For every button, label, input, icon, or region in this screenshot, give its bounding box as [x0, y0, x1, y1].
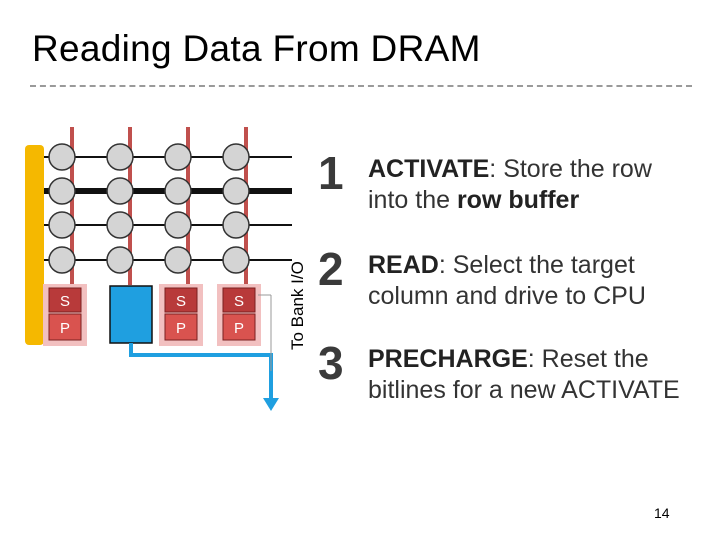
io-data-path	[129, 343, 273, 400]
step-number: 1	[318, 147, 344, 199]
memory-cell	[222, 177, 250, 205]
memory-cell	[106, 177, 134, 205]
sense-amp-box	[164, 287, 198, 313]
step-keyword: PRECHARGE	[368, 345, 528, 373]
memory-cell	[164, 143, 192, 171]
step-line1: : Store the row	[489, 155, 652, 183]
step-keyword: ACTIVATE	[368, 155, 490, 183]
memory-cell	[222, 143, 250, 171]
memory-cell	[164, 211, 192, 239]
step-keyword: READ	[368, 251, 439, 279]
memory-cell	[222, 246, 250, 274]
precharge-box	[48, 313, 82, 341]
step-line2: into the	[368, 186, 457, 214]
step-number: 2	[318, 243, 344, 295]
sense-amp-label: S	[60, 293, 70, 310]
wordlines	[40, 156, 292, 261]
sense-amp-label: S	[234, 293, 244, 310]
precharge-label: P	[234, 320, 244, 337]
memory-cell	[106, 246, 134, 274]
title-divider	[30, 85, 692, 87]
sense-amp-box	[48, 287, 82, 313]
memory-cell	[106, 211, 134, 239]
bitlines	[70, 127, 248, 285]
step-keyword-2: row buffer	[456, 186, 580, 214]
memory-cell	[48, 211, 76, 239]
sense-amp-box	[222, 287, 256, 313]
row-select-bar	[25, 145, 44, 345]
memory-cell	[106, 143, 134, 171]
sense-amp-label: S	[176, 293, 186, 310]
memory-cell	[164, 246, 192, 274]
precharge-box	[164, 313, 198, 341]
step-number: 3	[318, 337, 344, 389]
memory-cell	[48, 177, 76, 205]
step-description: READ: Select the target column and drive…	[368, 250, 646, 312]
precharge-label: P	[176, 320, 186, 337]
step-line1: : Reset the	[527, 345, 649, 373]
precharge-label: P	[60, 320, 70, 337]
step-line1: : Select the target	[438, 251, 635, 279]
memory-cell	[48, 143, 76, 171]
precharge-box	[222, 313, 256, 341]
step-line2: bitlines for a new ACTIVATE	[368, 376, 680, 404]
slide-title: Reading Data From DRAM	[32, 28, 481, 69]
page-number: 14	[654, 505, 670, 521]
step-description: PRECHARGE: Reset the bitlines for a new …	[368, 344, 680, 406]
step-line2: column and drive to CPU	[368, 282, 646, 310]
memory-cell	[48, 246, 76, 274]
io-label: To Bank I/O	[288, 261, 307, 350]
io-arrow-head	[263, 398, 279, 411]
memory-cell	[164, 177, 192, 205]
memory-cell	[222, 211, 250, 239]
step-description: ACTIVATE: Store the row into the row buf…	[368, 154, 652, 216]
cell-grid	[48, 143, 250, 274]
column-mux-box	[109, 285, 153, 344]
